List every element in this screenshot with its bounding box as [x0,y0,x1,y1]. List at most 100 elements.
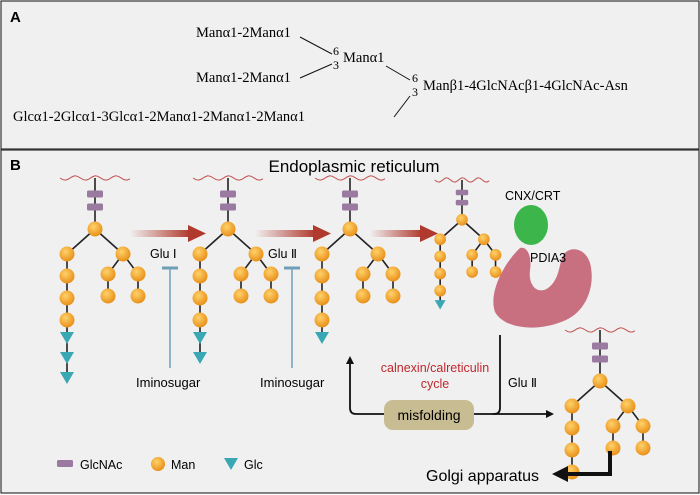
core-text: Manβ1-4GlcNAcβ1-4GlcNAc-Asn [423,78,629,94]
misfolding-box [384,400,474,430]
glcnac-residue [455,199,469,206]
mannose-residue [59,268,75,284]
peptide-chain [314,175,386,181]
cnx-crt-label: CNX/CRT [505,189,561,203]
link-label-3: 3 [333,58,339,72]
mannose-residue [370,246,386,262]
processing-arrow [370,225,438,242]
glcnac-residue [592,355,608,363]
mannose-residue [314,312,330,328]
er-title: Endoplasmic reticulum [268,157,439,176]
glucosidase-1-label: Glu Ⅰ [150,247,177,261]
processing-arrow [255,225,331,242]
mannose-residue [87,221,103,237]
panel-b-label: B [10,157,21,174]
glucose-legend-swatch [224,458,238,470]
golgi-arrowhead [552,466,568,482]
mannose-residue [192,290,208,306]
mannose-residue [233,266,249,282]
mannose-legend-label: Man [171,458,195,472]
glucose-residue [60,372,74,384]
glcnac-residue [342,190,358,198]
peptide-chain [192,175,264,181]
golgi-arrow [565,451,612,476]
mannose-residue [314,268,330,284]
pdia3-shape [493,247,592,328]
glucosidase-2-label: Glu Ⅱ [268,247,297,261]
cycle-return-arrow [346,356,384,415]
link-line [385,65,411,81]
glucose-residue [193,332,207,344]
glucose-residue [60,352,74,364]
link-label-6: 6 [333,44,339,58]
mannose-residue [263,266,279,282]
glucose-residue [315,332,329,344]
mannose-residue [59,246,75,262]
glcnac-residue [87,203,103,211]
processing-arrow [130,225,206,242]
mannose-residue [342,221,358,237]
cycle-label-line1: calnexin/calreticulin [381,361,489,375]
glucosidase-2-late-label: Glu Ⅱ [508,376,537,390]
mannose-residue [115,246,131,262]
mannose-residue [489,266,502,278]
link-label-3: 3 [412,85,418,99]
mannose-residue [233,288,249,304]
mannose-residue [592,373,608,389]
mannose-residue [477,233,490,246]
mannose-residue [635,440,651,456]
mannose-residue [385,288,401,304]
mannose-residue [564,442,580,458]
arm1-text: Manα1-2Manα1 [196,25,291,41]
inhibition-line [284,266,300,368]
mannose-residue [605,418,621,434]
panel-a-frame [0,0,700,150]
peptide-chain [434,177,490,183]
iminosugar-label: Iminosugar [136,375,201,390]
mannose-residue [100,288,116,304]
mannose-residue [314,246,330,262]
arm2-text: Manα1-2Manα1 [196,70,291,86]
mannose-residue [434,267,447,280]
arm3-text: Glcα1-2Glcα1-3Glcα1-2Manα1-2Manα1-2Manα1 [13,109,305,125]
mannose-residue [130,266,146,282]
link-label-6: 6 [412,71,418,85]
mannose-residue [220,221,236,237]
glcnac-residue [592,342,608,350]
mannose-residue [434,233,447,246]
mannose-residue [263,288,279,304]
mannose-residue [635,418,651,434]
mannose-residue [434,284,447,297]
glucose-residue [434,300,446,310]
mannose-residue [130,288,146,304]
mannose-residue [355,288,371,304]
mannose-residue [59,312,75,328]
iminosugar-label: Iminosugar [260,375,325,390]
mannose-residue [192,312,208,328]
mannose-residue [564,420,580,436]
glcnac-legend-label: GlcNAc [80,458,122,472]
glycan-structures [59,175,651,480]
glcnac-residue [342,203,358,211]
branch-mannose-text: Manα1 [343,50,384,66]
pdia3-label: PDIA3 [530,251,566,265]
mannose-residue [385,266,401,282]
mannose-residue [466,249,478,261]
link-line [393,95,411,118]
inhibition-line [162,266,178,368]
link-line [299,36,333,55]
mannose-residue [248,246,264,262]
mannose-residue [59,290,75,306]
glucose-legend-label: Glc [244,458,263,472]
link-line [299,63,333,79]
glcnac-residue [220,190,236,198]
calnexin-shape [514,205,548,245]
glucose-residue [193,352,207,364]
mannose-residue [620,398,636,414]
golgi-label: Golgi apparatus [426,468,539,485]
glcnac-legend-swatch [57,460,73,467]
mannose-residue [355,266,371,282]
mannose-residue [192,268,208,284]
peptide-chain [59,175,131,181]
